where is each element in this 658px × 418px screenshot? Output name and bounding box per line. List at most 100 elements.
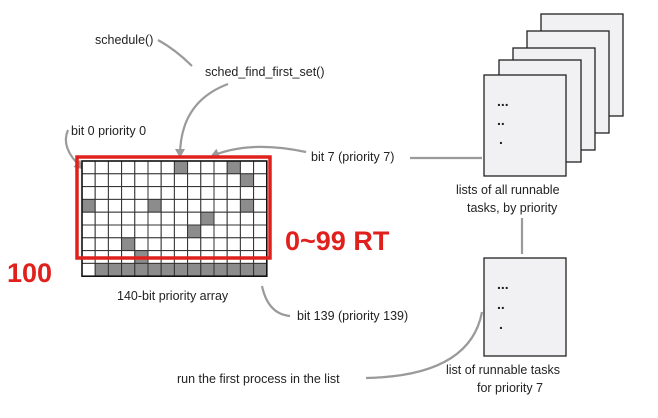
priority-bit-set [160, 262, 175, 277]
priority-bit [107, 224, 123, 239]
priority-bit [213, 211, 228, 226]
priority-bit [213, 237, 228, 252]
priority-bit [134, 186, 149, 200]
priority-bit [81, 173, 96, 188]
priority-bit [187, 173, 202, 188]
priority-bit [200, 237, 215, 252]
all-lists-label-line2: tasks, by priority [467, 201, 558, 215]
schedule-label: schedule() [95, 33, 153, 47]
priority-bit-set [187, 224, 202, 239]
priority-bit [147, 186, 162, 200]
priority-bit [253, 173, 268, 188]
priority-bit-set [200, 211, 215, 226]
priority-bit [134, 211, 149, 226]
priority-bit [160, 198, 175, 213]
priority-bit [213, 186, 228, 200]
bit0-label: bit 0 priority 0 [71, 124, 146, 138]
priority-bit [253, 186, 268, 200]
priority-bit [121, 160, 136, 175]
priority-bit [107, 237, 123, 252]
priority-bit [253, 160, 268, 175]
priority-bit [134, 237, 149, 252]
priority-bit-set [173, 160, 189, 175]
priority-bit [160, 237, 175, 252]
priority-bit [213, 173, 228, 188]
priority-bit [160, 173, 175, 188]
priority-bit [121, 173, 136, 188]
priority-bit [94, 237, 109, 252]
priority-bit [81, 160, 96, 175]
list-dots-1: . [499, 131, 503, 147]
bit139-arrow [260, 285, 291, 318]
priority-bit [94, 198, 109, 213]
priority-bit [187, 198, 202, 213]
list-dots-2: .. [497, 112, 505, 128]
task-list-stack: ... .. . [483, 13, 624, 177]
priority-bit-set [226, 262, 241, 277]
priority-bit-set [200, 262, 215, 277]
priority-bit [121, 224, 136, 239]
priority-bit [187, 211, 202, 226]
rt-highlight-box [75, 155, 272, 260]
priority-bit [239, 224, 255, 239]
bit139-label: bit 139 (priority 139) [297, 309, 408, 323]
priority-bit [94, 173, 109, 188]
priority7-label-line2: for priority 7 [477, 381, 543, 395]
priority-bit [134, 173, 149, 188]
priority-bit [239, 237, 255, 252]
priority-bit [121, 211, 136, 226]
priority-bit [253, 211, 268, 226]
priority-bit [239, 211, 255, 226]
priority-bit [253, 224, 268, 239]
priority-bit [160, 211, 175, 226]
run-first-arrow [365, 311, 484, 380]
bit7-label: bit 7 (priority 7) [311, 150, 394, 164]
priority-bit-set [81, 198, 96, 213]
array-caption: 140-bit priority array [117, 289, 229, 303]
priority-bit [226, 224, 241, 239]
task-list-card-front [483, 74, 567, 177]
priority-bit [226, 211, 241, 226]
priority-bit-set [134, 262, 149, 277]
priority-bit [226, 237, 241, 252]
priority-bit [147, 224, 162, 239]
priority-bit [81, 211, 96, 226]
priority-bit [187, 186, 202, 200]
priority-bit [253, 198, 268, 213]
priority-bit [107, 211, 123, 226]
priority-bit [81, 262, 96, 277]
priority-bit [134, 198, 149, 213]
priority-bit [81, 186, 96, 200]
priority-bit [173, 173, 189, 188]
schedule-arrow [157, 39, 193, 67]
run-first-label: run the first process in the list [177, 372, 340, 386]
priority-bit [213, 198, 228, 213]
priority-bit [107, 198, 123, 213]
priority-bit-set [147, 262, 162, 277]
priority-bit [94, 224, 109, 239]
priority-bit [253, 237, 268, 252]
priority-bit-set [121, 237, 136, 252]
find-first-set-label: sched_find_first_set() [205, 65, 325, 79]
priority-grid-border [81, 160, 268, 277]
priority-bit [81, 237, 96, 252]
priority-bit [173, 186, 189, 200]
priority-bit [147, 211, 162, 226]
priority-bit [200, 160, 215, 175]
priority-bit-set [121, 262, 136, 277]
priority-bit [147, 160, 162, 175]
priority-bit-set [94, 262, 109, 277]
priority-bit [213, 224, 228, 239]
priority-bit [94, 186, 109, 200]
priority-bit [239, 186, 255, 200]
priority-bit [213, 160, 228, 175]
priority-bit-set [187, 262, 202, 277]
priority-bit [187, 237, 202, 252]
priority-bit [226, 198, 241, 213]
rt-range-annotation: 0~99 RT [285, 226, 390, 256]
priority-bit [147, 237, 162, 252]
priority-bit [160, 186, 175, 200]
priority-bit-set [213, 262, 228, 277]
list-dots-2: .. [497, 296, 505, 312]
